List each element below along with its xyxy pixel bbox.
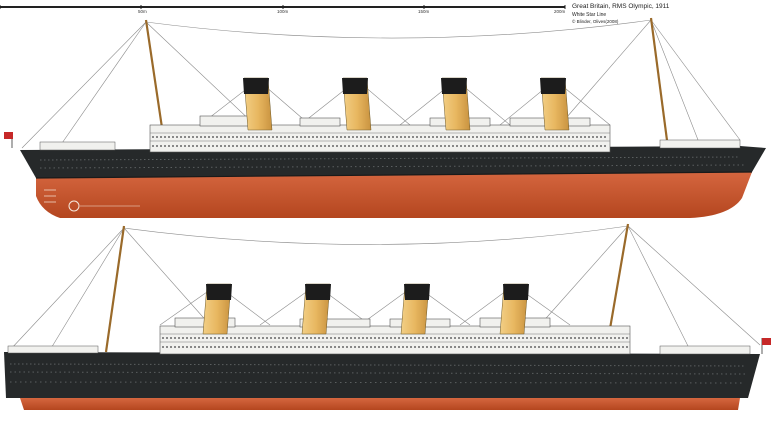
drawing-subtitle: White Star Line	[572, 12, 607, 18]
superstructure-top	[149, 124, 611, 153]
ensign-flag-icon	[4, 132, 13, 139]
ensign-flag-bottom-icon	[762, 338, 771, 345]
scale-label-150m: 150m	[418, 9, 430, 14]
ship-top-profile	[4, 17, 766, 218]
superstructure-bottom	[159, 325, 631, 355]
drawing-title: Great Britain, RMS Olympic, 1911	[572, 3, 670, 10]
hull-red-bottom	[20, 398, 740, 410]
funnels-bottom	[202, 283, 529, 335]
drawing-credit: © Blinder, Olives(2008)	[572, 19, 619, 24]
hull-red-top	[36, 172, 752, 218]
funnels-top	[243, 77, 570, 131]
scale-label-200m: 200m	[554, 9, 566, 14]
scale-label-50m: 50m	[138, 9, 147, 14]
mainmast-top	[649, 17, 670, 149]
rigging-bottom	[9, 225, 761, 351]
hull-black-top	[20, 146, 766, 178]
scale-label-100m: 100m	[277, 9, 289, 14]
scale-bar	[0, 5, 566, 9]
foremast-bottom	[104, 225, 126, 353]
ship-bottom-profile	[4, 223, 771, 410]
hull-black-bottom	[4, 352, 760, 398]
